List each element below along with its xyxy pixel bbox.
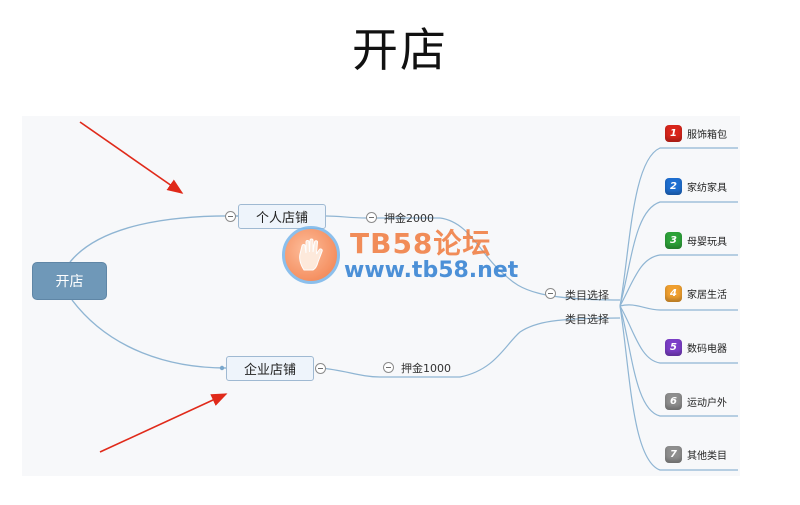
category-item[interactable]: 6 运动户外 [665,392,727,410]
annotation-arrow-bottom [99,393,228,453]
category-item[interactable]: 2 家纺家具 [665,178,727,196]
category-item[interactable]: 1 服饰箱包 [665,124,727,142]
category-item[interactable]: 5 数码电器 [665,338,727,356]
category-number-icon: 4 [665,285,682,303]
link-company-category [459,317,621,378]
link-company-deposit [319,367,460,378]
personal-deposit-collapse-icon[interactable] [366,212,377,223]
category-number-icon: 6 [665,392,682,410]
category-number-icon: 1 [665,124,682,142]
company-store-node[interactable]: 企业店铺 [226,356,314,381]
personal-category-collapse-icon[interactable] [545,288,556,299]
company-link-dot [219,365,225,371]
category-item[interactable]: 7 其他类目 [665,446,727,464]
category-fan [619,147,738,471]
category-label: 其他类目 [687,451,727,463]
link-personal-category [439,217,621,301]
personal-category-label: 类目选择 [565,289,609,302]
company-deposit-collapse-icon[interactable] [383,362,394,373]
link-root-personal [69,215,239,263]
company-deposit-label: 押金1000 [401,362,451,375]
watermark-title: TB58论坛 [350,227,492,260]
category-label: 母婴玩具 [687,236,727,248]
category-label: 家纺家具 [687,183,727,195]
category-number-icon: 5 [665,338,682,356]
personal-deposit-label: 押金2000 [384,212,434,225]
mindmap-canvas [22,116,740,476]
annotation-arrow-top [79,121,184,194]
link-personal-deposit [325,215,440,219]
category-item[interactable]: 4 家居生活 [665,285,727,303]
personal-collapse-icon[interactable] [225,211,236,222]
category-label: 数码电器 [687,343,727,355]
hand-logo-icon [282,226,340,284]
category-item[interactable]: 3 母婴玩具 [665,231,727,249]
personal-store-node[interactable]: 个人店铺 [238,204,326,229]
category-number-icon: 7 [665,446,682,464]
category-label: 家居生活 [687,290,727,302]
category-label: 服饰箱包 [687,129,727,141]
root-node[interactable]: 开店 [32,262,107,300]
page-title: 开店 [352,23,448,77]
watermark-url: www.tb58.net [344,258,519,283]
company-category-label: 类目选择 [565,313,609,326]
category-number-icon: 2 [665,178,682,196]
category-label: 运动户外 [687,397,727,409]
category-number-icon: 3 [665,231,682,249]
company-collapse-icon[interactable] [315,363,326,374]
watermark: TB58论坛 www.tb58.net [282,222,532,292]
link-root-company [71,299,227,369]
